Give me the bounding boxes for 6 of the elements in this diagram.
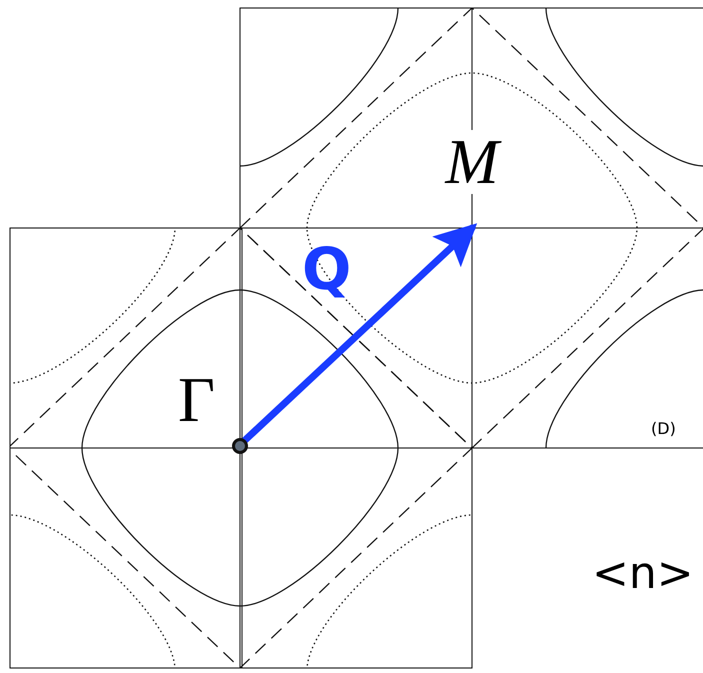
point-label: M bbox=[445, 130, 499, 194]
edge-label: Q bbox=[302, 240, 352, 298]
origin-point bbox=[232, 438, 248, 454]
point-label: Γ bbox=[178, 368, 215, 432]
panel-label: (D) bbox=[651, 421, 676, 437]
axis-label: <n> bbox=[592, 552, 694, 596]
